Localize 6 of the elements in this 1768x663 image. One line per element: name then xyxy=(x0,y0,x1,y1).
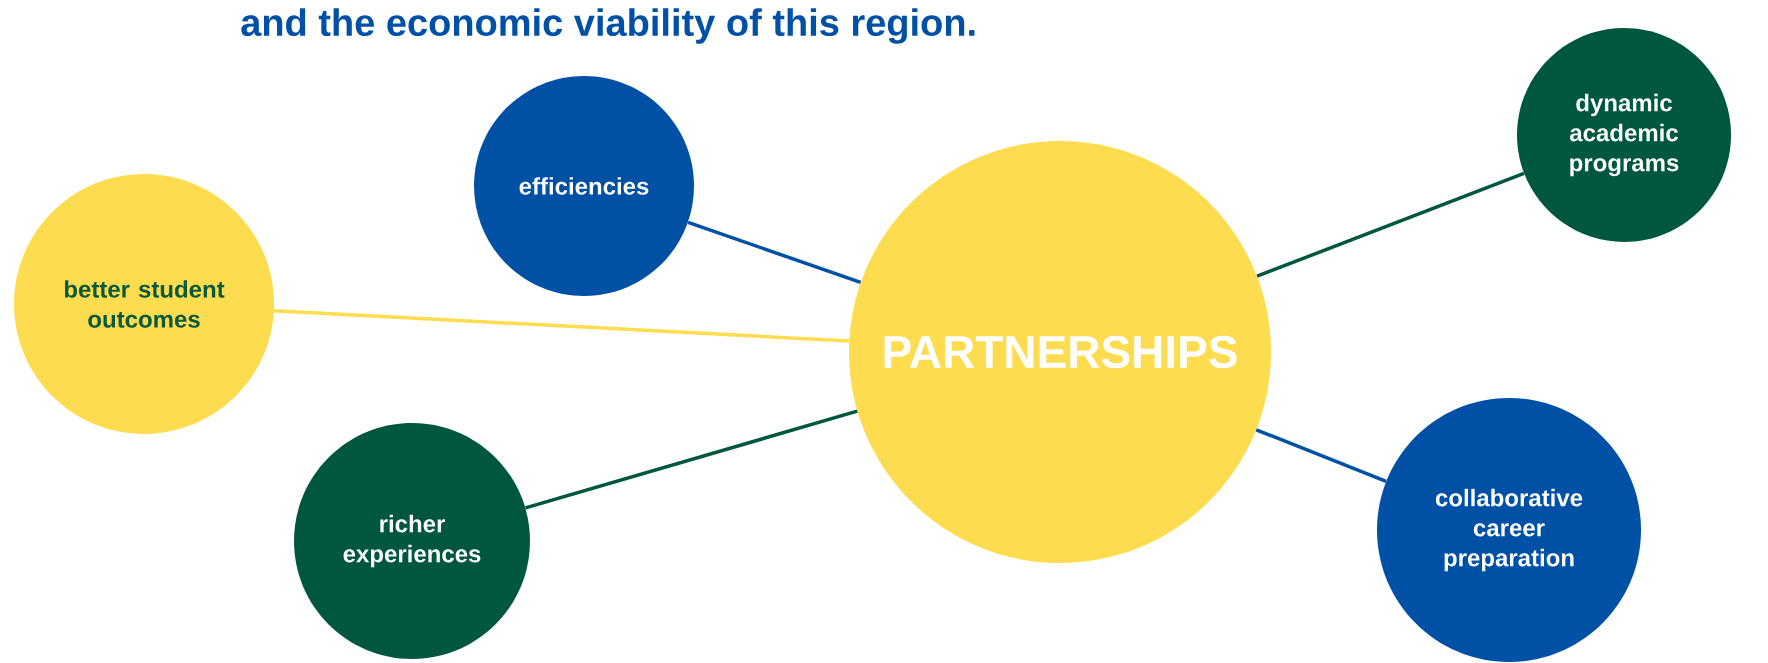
connector-line xyxy=(687,220,862,285)
connector-line xyxy=(1255,428,1387,483)
connector-line xyxy=(1256,171,1525,278)
connector-line xyxy=(273,309,850,343)
title: and the economic viability of this region. xyxy=(241,8,975,44)
connector-line xyxy=(525,409,858,510)
